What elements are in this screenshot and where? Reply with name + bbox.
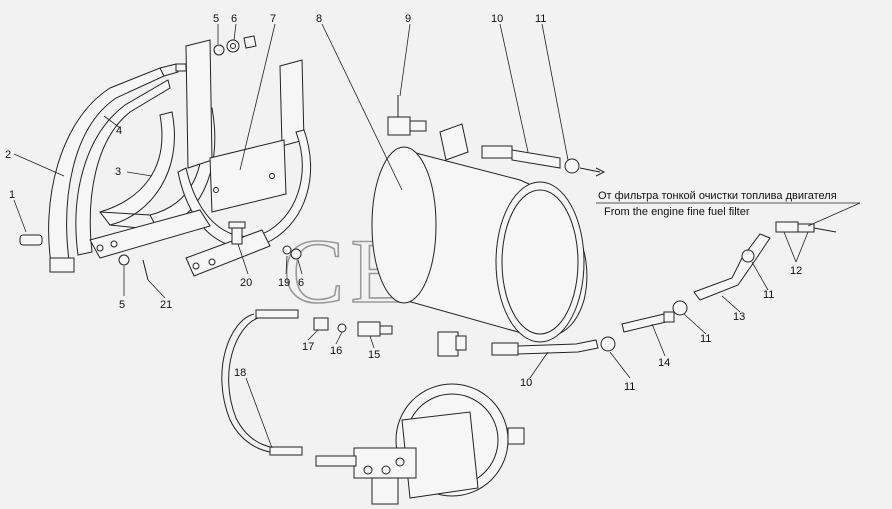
callout-15: 15 xyxy=(368,349,380,361)
callout-18: 18 xyxy=(234,367,246,379)
callout-4: 4 xyxy=(116,125,122,137)
callout-5-top: 5 xyxy=(213,13,219,25)
callout-10-top: 10 xyxy=(491,13,503,25)
fittings-12 xyxy=(775,221,837,233)
bolt-1 xyxy=(19,234,43,246)
washer-5-lower xyxy=(118,254,130,266)
strap-2-4 xyxy=(48,63,187,273)
callout-17: 17 xyxy=(302,341,314,353)
valve-15 xyxy=(357,321,393,337)
pipe-13 xyxy=(672,233,771,316)
callout-7: 7 xyxy=(270,13,276,25)
brake-chamber xyxy=(315,383,525,505)
hose-18 xyxy=(221,309,303,456)
callout-12: 12 xyxy=(790,265,802,277)
tank-8 xyxy=(371,123,588,357)
callout-14: 14 xyxy=(658,357,670,369)
washer-19 xyxy=(282,245,292,255)
pipe-10-lower xyxy=(491,336,616,356)
callout-10-lower: 10 xyxy=(520,377,532,389)
callout-6-top: 6 xyxy=(231,13,237,25)
callout-1: 1 xyxy=(9,189,15,201)
callout-16: 16 xyxy=(330,345,342,357)
callout-9: 9 xyxy=(405,13,411,25)
nut-6-lower xyxy=(290,248,302,260)
note-ru: От фильтра тонкой очистки топлива двигат… xyxy=(598,190,837,202)
callout-5-lower: 5 xyxy=(119,299,125,311)
bolt-20 xyxy=(228,221,246,245)
callout-21: 21 xyxy=(160,299,172,311)
callout-6-lower: 6 xyxy=(298,277,304,289)
washers-nuts-top xyxy=(213,35,257,56)
pipe-14 xyxy=(621,311,675,333)
leader-lines xyxy=(13,23,861,449)
callout-19: 19 xyxy=(278,277,290,289)
callout-11-right: 11 xyxy=(763,289,774,301)
fitting-17 xyxy=(313,317,329,331)
pin-21 xyxy=(142,259,149,281)
support-frame-7 xyxy=(89,39,312,277)
callout-13: 13 xyxy=(733,311,745,323)
callouts: 5 6 7 8 9 10 11 4 2 3 1 5 21 20 19 6 12 … xyxy=(5,13,802,393)
washer-16 xyxy=(337,323,347,333)
callout-3: 3 xyxy=(115,166,121,178)
callout-11-mid: 11 xyxy=(700,333,711,345)
callout-2: 2 xyxy=(5,149,11,161)
fuel-line-upper xyxy=(481,145,606,177)
callout-8: 8 xyxy=(316,13,322,25)
valve-9 xyxy=(387,95,427,136)
callout-20: 20 xyxy=(240,277,252,289)
callout-11-low: 11 xyxy=(624,381,635,393)
callout-11-top: 11 xyxy=(535,13,546,25)
note-en: From the engine fine fuel filter xyxy=(604,206,750,218)
